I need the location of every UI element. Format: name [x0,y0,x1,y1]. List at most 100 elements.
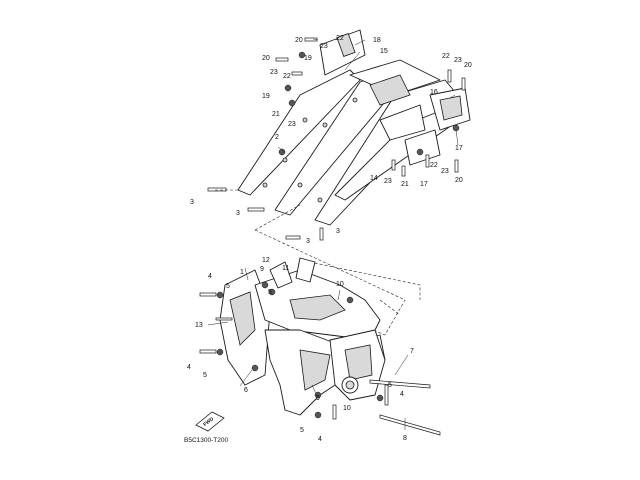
callout-3: 3 [236,210,240,217]
callout-labels: 20 22 23 18 20 19 15 23 22 19 21 23 22 2… [187,35,472,443]
callout-22: 22 [442,53,450,60]
diagram-code: B5C1300-T200 [184,437,228,444]
pin [215,317,233,321]
frame-top-cradle-cavity [289,294,346,321]
callout-23: 23 [270,69,278,76]
callout-5: 5 [268,289,272,296]
frame-lower-cradle-web [299,349,331,391]
nut [346,296,354,304]
callout-23: 23 [384,178,392,185]
bolt [291,71,303,76]
nut [251,364,259,372]
seat-bracket-right-plate [439,95,463,121]
leader-lines [207,38,459,430]
nut [284,84,292,92]
bolt [447,69,452,83]
callout-23: 23 [288,121,296,128]
callout-3: 3 [306,238,310,245]
bolt [454,159,459,173]
bolt [199,292,217,297]
callout-20: 20 [262,55,270,62]
fwd-direction-badge: FWD [195,411,225,432]
dashed-guide [379,299,401,316]
callout-23: 23 [441,168,449,175]
callout-10: 10 [336,281,344,288]
mount-hole [282,157,288,163]
callout-4: 4 [400,391,404,398]
callout-18: 18 [373,37,381,44]
bolt [384,384,389,406]
callout-14: 14 [370,175,378,182]
callout-20: 20 [455,177,463,184]
rear-frame-gusset [369,74,411,106]
frame-right-casting-pocket [344,344,373,381]
callout-7: 7 [410,348,414,355]
callout-19: 19 [262,93,270,100]
bolt [332,404,337,420]
callout-5: 5 [226,283,230,290]
washer [288,99,296,107]
callout-22: 22 [430,162,438,169]
rear-frame-left-rail [237,69,361,196]
nut [261,281,269,289]
callout-15: 15 [380,48,388,55]
mount-hole [352,97,358,103]
washer [216,291,224,299]
long-bolt-7 [369,379,431,389]
callout-2: 2 [275,134,279,141]
nut [268,288,276,296]
fwd-arrow-icon [195,411,225,432]
callout-6: 6 [244,387,248,394]
callout-22: 22 [336,35,344,42]
callout-19: 19 [304,55,312,62]
rear-frame-brace [379,104,426,141]
frame-left-plate-inner [229,291,256,346]
callout-5: 5 [388,382,392,389]
callout-10: 10 [343,405,351,412]
callout-4: 4 [318,436,322,443]
grab-bar-mount [404,129,441,166]
bolt [199,349,217,354]
callout-23: 23 [320,43,328,50]
upper-fasteners [207,37,466,241]
callout-17: 17 [420,181,428,188]
washer [376,394,384,402]
callout-11: 11 [282,265,289,272]
seat-bracket-plate [336,33,356,57]
nut [416,148,424,156]
mount-hole [262,182,268,188]
pivot-bore [345,380,355,390]
bolt [207,187,227,192]
callout-20: 20 [295,37,303,44]
main-frame-assembly [219,257,386,416]
bracket-12 [295,257,316,283]
bolt [391,159,396,171]
washer [314,411,322,419]
callout-20: 20 [464,62,472,69]
callout-21: 21 [401,181,409,188]
bolt [461,77,466,91]
callout-22: 22 [283,73,291,80]
mount-hole [322,122,328,128]
mount-hole [302,117,308,123]
callout-21: 21 [272,111,280,118]
bolt [285,235,301,240]
callout-4: 4 [208,273,212,280]
callout-9: 9 [316,395,320,402]
mount-hole [297,182,303,188]
callout-9: 9 [260,266,264,273]
callout-16: 16 [430,89,438,96]
callout-23: 23 [454,57,462,64]
long-bolt-8 [379,414,441,436]
fwd-label: FWD [202,416,215,428]
callout-3: 3 [336,228,340,235]
bolt [275,57,289,62]
callout-3: 3 [190,199,194,206]
nut [298,51,306,59]
callout-12: 12 [262,257,270,264]
washer [216,348,224,356]
bolt [304,37,318,42]
rear-frame-assembly [237,29,471,226]
callout-17: 17 [455,145,463,152]
